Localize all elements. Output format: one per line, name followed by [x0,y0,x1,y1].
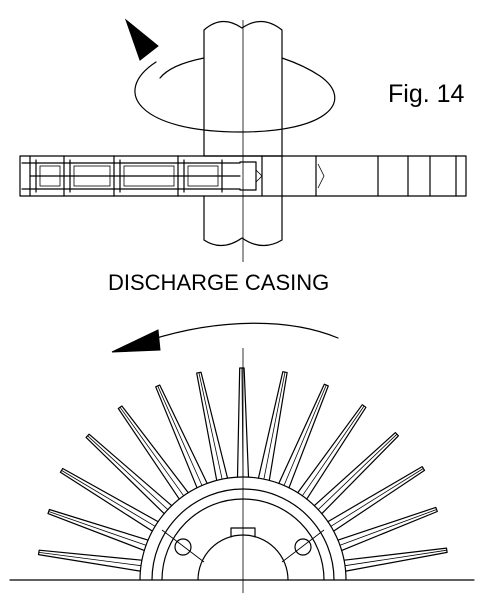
impeller-blade [196,371,229,481]
discharge-casing-label: DISCHARGE CASING [108,270,330,295]
impeller-blade [37,549,143,572]
impeller-hub [139,476,347,581]
impeller-blade-edge [344,549,447,567]
impeller-blade [47,508,149,551]
impeller-blade-edge [317,433,398,510]
impeller-blade-edge [61,470,156,527]
impeller-blade [155,384,208,489]
impeller-blades [37,367,448,572]
impeller-blade [343,547,448,572]
impeller-blade-edge [339,509,437,546]
shaft-side-view [203,20,283,262]
impeller-blade-edge [301,405,365,497]
impeller-blade-edge [157,385,203,486]
impeller-blade [257,371,288,481]
impeller-blade-edge [48,511,147,546]
impeller-blade-edge [330,468,424,527]
figure-label: Fig. 14 [388,80,465,108]
impeller-blade-edge [87,435,169,510]
impeller-blade-edge [241,367,244,478]
impeller-blade [117,405,189,500]
impeller-blade [278,383,329,489]
impeller-blade-edge [38,552,142,567]
rotation-arrow-top [124,18,336,133]
impeller-blade [59,467,159,532]
impeller-blade-edge [283,384,327,486]
rotation-arrow-bottom [111,322,339,353]
impeller-blade [337,506,438,551]
impeller-blade-edge [198,372,223,480]
impeller-blade-edge [119,407,185,497]
impeller-side-view [19,155,467,197]
impeller-blade [327,466,426,532]
impeller-blade-edge [263,372,286,480]
